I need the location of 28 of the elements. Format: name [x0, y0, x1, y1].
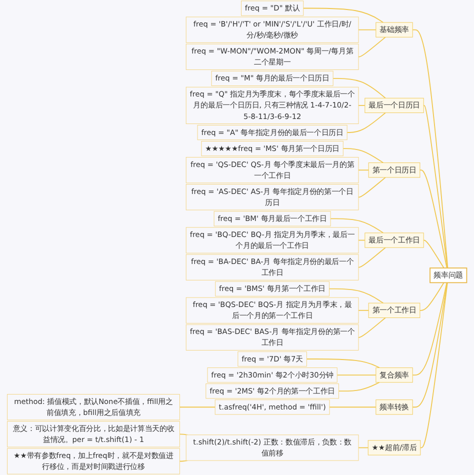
connector	[419, 282, 444, 311]
connector	[420, 282, 448, 448]
connector	[423, 105, 448, 268]
connector	[358, 36, 386, 58]
connector	[328, 288, 384, 304]
connector	[423, 240, 444, 268]
connector	[358, 176, 386, 198]
connector	[346, 112, 386, 133]
connector	[330, 218, 384, 234]
connector	[329, 406, 376, 408]
connector	[358, 247, 386, 268]
connector	[358, 317, 386, 338]
connector	[412, 29, 448, 268]
connector	[302, 8, 384, 23]
connector	[358, 447, 369, 448]
connector	[412, 282, 448, 408]
connector	[358, 170, 370, 171]
connector	[332, 78, 386, 99]
connector	[336, 374, 376, 376]
connector	[358, 310, 370, 311]
connector	[342, 148, 384, 164]
connector	[358, 105, 366, 106]
connector	[412, 282, 448, 376]
connector	[338, 382, 380, 392]
connector	[419, 170, 448, 268]
connector	[306, 358, 380, 368]
connector	[179, 406, 216, 408]
connector	[358, 29, 376, 30]
